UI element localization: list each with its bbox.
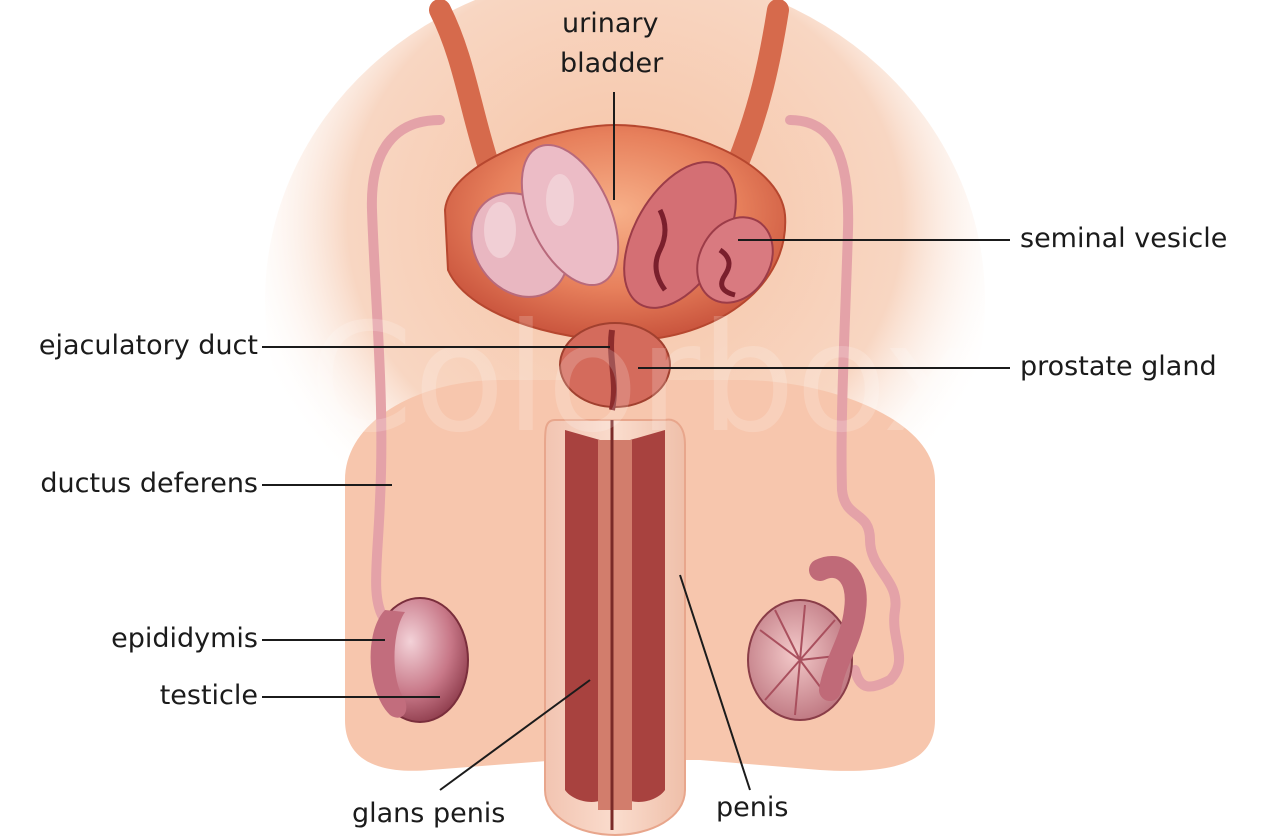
corpus-cavernosum-right — [628, 430, 665, 802]
corpus-spongiosum — [598, 440, 632, 810]
corpus-cavernosum-left — [565, 430, 602, 802]
label-epididymis: epididymis — [111, 623, 258, 654]
label-penis: penis — [716, 792, 788, 823]
label-ejaculatory-duct: ejaculatory duct — [39, 330, 258, 361]
label-bladder-line2: bladder — [560, 48, 663, 79]
label-seminal-vesicle: seminal vesicle — [1020, 223, 1227, 254]
label-urinary-line1: urinary — [562, 8, 658, 39]
label-prostate-gland: prostate gland — [1020, 351, 1217, 382]
watermark: Colorbox — [309, 292, 972, 466]
label-testicle: testicle — [160, 680, 258, 711]
label-ductus-deferens: ductus deferens — [40, 468, 258, 499]
label-glans-penis: glans penis — [352, 798, 505, 829]
